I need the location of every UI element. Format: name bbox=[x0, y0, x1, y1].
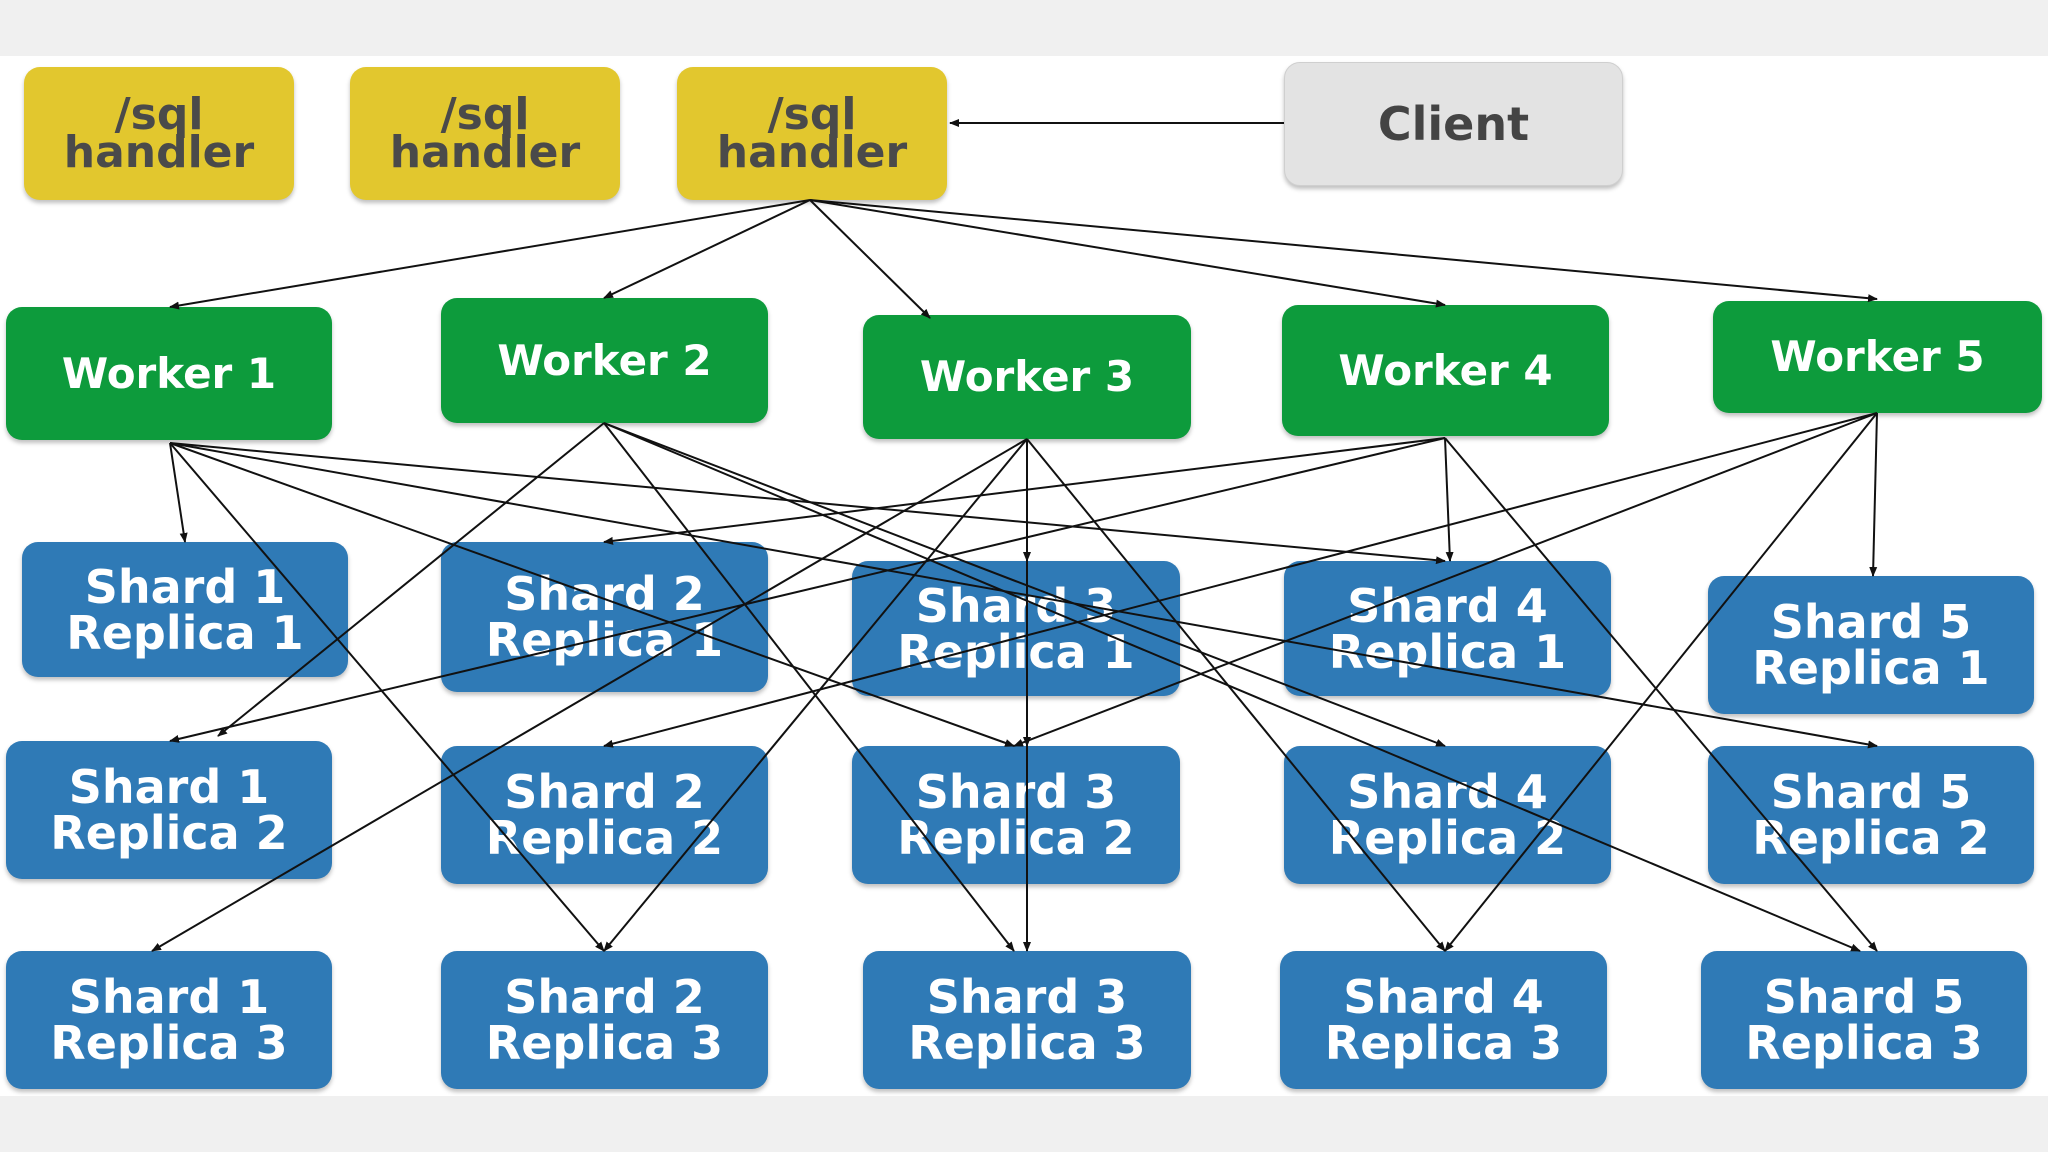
replica-name: Replica 3 bbox=[1745, 1016, 1983, 1070]
shard-3-replica-3: Shard 3 Replica 3 bbox=[863, 951, 1191, 1089]
worker-1: Worker 1 bbox=[6, 307, 332, 440]
shard-name: Shard 4 bbox=[1347, 765, 1548, 819]
replica-name: Replica 2 bbox=[485, 811, 724, 865]
shard-name: Shard 1 bbox=[68, 760, 270, 814]
shard-name: Shard 3 bbox=[915, 578, 1117, 633]
shard-3-replica-2: Shard 3 Replica 2 bbox=[852, 746, 1180, 884]
worker-5: Worker 5 bbox=[1713, 301, 2042, 413]
shard-5-replica-2: Shard 5 Replica 2 bbox=[1708, 746, 2034, 884]
replica-name: Replica 1 bbox=[1328, 624, 1567, 679]
shard-name: Shard 2 bbox=[504, 567, 705, 621]
shard-1-replica-2: Shard 1 Replica 2 bbox=[6, 741, 332, 879]
shard-name: Shard 4 bbox=[1343, 970, 1544, 1024]
shard-name: Shard 5 bbox=[1770, 595, 1972, 649]
worker-label: Worker 4 bbox=[1338, 345, 1553, 395]
sql-handler-2: /sql handler bbox=[350, 67, 620, 200]
sql-handler-path: /sql bbox=[767, 88, 857, 140]
shard-1-replica-1: Shard 1 Replica 1 bbox=[22, 542, 348, 677]
replica-name: Replica 2 bbox=[50, 806, 288, 860]
replica-name: Replica 3 bbox=[1324, 1016, 1563, 1070]
shard-4-replica-1: Shard 4 Replica 1 bbox=[1284, 561, 1611, 696]
client-node: Client bbox=[1284, 62, 1623, 186]
worker-4: Worker 4 bbox=[1282, 305, 1609, 436]
shard-4-replica-2: Shard 4 Replica 2 bbox=[1284, 746, 1611, 884]
sql-handler-label: handler bbox=[716, 126, 908, 178]
shard-name: Shard 2 bbox=[504, 970, 705, 1024]
replica-name: Replica 3 bbox=[485, 1016, 724, 1070]
shard-1-replica-3: Shard 1 Replica 3 bbox=[6, 951, 332, 1089]
shard-name: Shard 3 bbox=[915, 765, 1117, 819]
shard-3-replica-1: Shard 3 Replica 1 bbox=[852, 561, 1180, 696]
shard-name: Shard 1 bbox=[84, 559, 286, 614]
sql-handler-label: handler bbox=[63, 126, 255, 178]
shard-4-replica-3: Shard 4 Replica 3 bbox=[1280, 951, 1607, 1089]
client-label: Client bbox=[1377, 97, 1530, 151]
replica-name: Replica 2 bbox=[1328, 811, 1567, 865]
shard-2-replica-3: Shard 2 Replica 3 bbox=[441, 951, 768, 1089]
sql-handler-path: /sql bbox=[440, 88, 530, 140]
replica-name: Replica 2 bbox=[897, 811, 1135, 865]
sql-handler-label: handler bbox=[389, 126, 581, 178]
replica-name: Replica 2 bbox=[1752, 811, 1990, 865]
sql-handler-1: /sql handler bbox=[24, 67, 294, 200]
worker-label: Worker 2 bbox=[497, 335, 712, 385]
replica-name: Replica 3 bbox=[50, 1016, 288, 1070]
shard-2-replica-2: Shard 2 Replica 2 bbox=[441, 746, 768, 884]
shard-name: Shard 3 bbox=[926, 970, 1128, 1024]
replica-name: Replica 1 bbox=[66, 605, 304, 660]
shard-name: Shard 5 bbox=[1763, 970, 1965, 1024]
replica-name: Replica 1 bbox=[485, 613, 724, 667]
worker-label: Worker 3 bbox=[919, 352, 1135, 401]
worker-3: Worker 3 bbox=[863, 315, 1191, 439]
sql-handler-3: /sql handler bbox=[677, 67, 947, 200]
shard-5-replica-1: Shard 5 Replica 1 bbox=[1708, 576, 2034, 714]
shard-name: Shard 5 bbox=[1770, 765, 1972, 819]
replica-name: Replica 3 bbox=[908, 1016, 1146, 1070]
shard-2-replica-1: Shard 2 Replica 1 bbox=[441, 542, 768, 692]
replica-name: Replica 1 bbox=[897, 624, 1135, 679]
worker-label: Worker 1 bbox=[61, 348, 277, 398]
sql-handler-path: /sql bbox=[114, 88, 204, 140]
shard-name: Shard 4 bbox=[1347, 578, 1548, 633]
replica-name: Replica 1 bbox=[1752, 641, 1990, 695]
shard-name: Shard 2 bbox=[504, 765, 705, 819]
worker-2: Worker 2 bbox=[441, 298, 768, 423]
shard-5-replica-3: Shard 5 Replica 3 bbox=[1701, 951, 2027, 1089]
worker-label: Worker 5 bbox=[1770, 332, 1985, 381]
shard-name: Shard 1 bbox=[68, 970, 270, 1024]
